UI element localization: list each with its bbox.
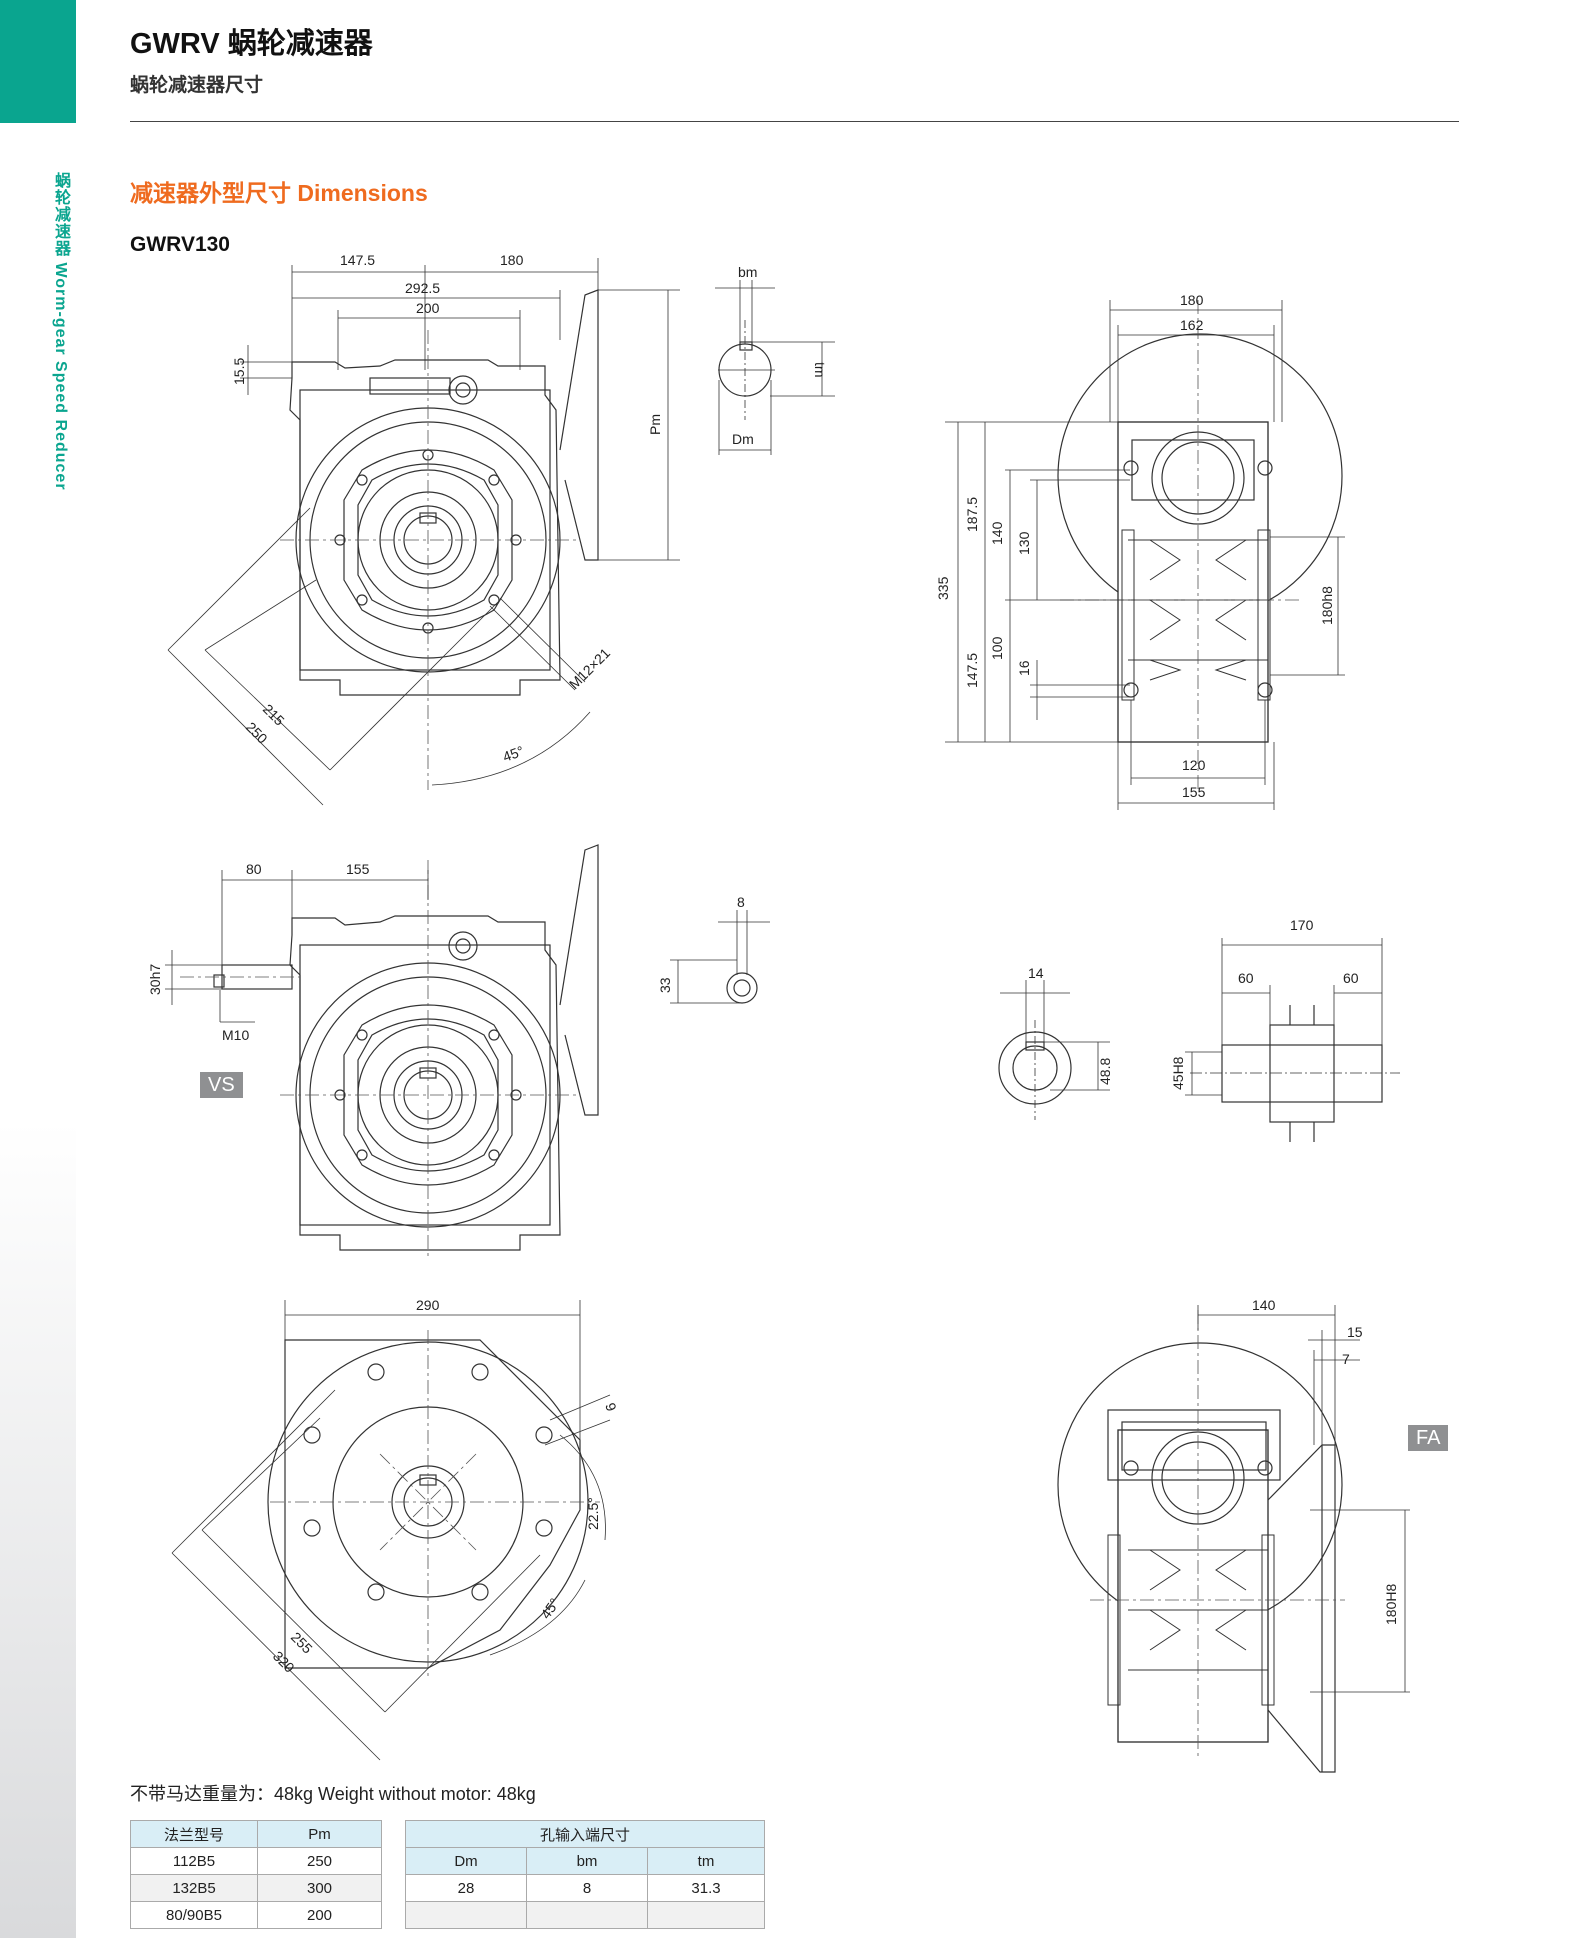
flange-table-header: 法兰型号 — [130, 1820, 258, 1848]
dim-tm: tm — [812, 362, 828, 378]
flange-view: 290 9 22.5° 255 320 45° — [171, 1297, 620, 1761]
section-title: 减速器外型尺寸 Dimensions — [130, 180, 428, 206]
dim-9: 9 — [602, 1401, 620, 1414]
dim-130: 130 — [1016, 531, 1032, 555]
model-label: GWRV130 — [130, 233, 230, 256]
flange-table: 法兰型号 Pm 112B5 250 132B5 300 80/90B5 200 — [130, 1820, 382, 1929]
vs-tag: VS — [200, 1072, 243, 1098]
dim-200: 200 — [416, 300, 440, 316]
dim-140: 140 — [989, 521, 1005, 545]
side-strip — [0, 123, 76, 1938]
dim-140-fa: 140 — [1252, 1297, 1276, 1313]
dim-45-flange: 45° — [537, 1595, 562, 1622]
dim-bm: bm — [738, 264, 757, 280]
dim-155-side: 155 — [1182, 784, 1206, 800]
page-subtitle: 蜗轮减速器尺寸 — [130, 75, 264, 96]
side-label: 蜗轮减速器 Worm-gear Speed Reducer — [52, 172, 69, 491]
table-cell: 200 — [257, 1901, 382, 1929]
dim-45h8: 45H8 — [1170, 1056, 1186, 1090]
key-detail-vs: 8 33 — [657, 894, 770, 1004]
input-table-header: tm — [647, 1847, 765, 1875]
dim-292-5: 292.5 — [405, 280, 440, 296]
dim-170: 170 — [1290, 917, 1314, 933]
fa-tag: FA — [1408, 1425, 1449, 1451]
dim-180h8: 180h8 — [1319, 586, 1335, 625]
fa-view: 140 15 7 180H8 — [1057, 1297, 1410, 1773]
flange-table-header: Pm — [257, 1820, 382, 1848]
dim-30h7: 30h7 — [147, 964, 163, 995]
dim-255: 255 — [288, 1629, 316, 1657]
table-cell: 8 — [526, 1874, 648, 1902]
dim-15-5: 15.5 — [231, 358, 247, 385]
dim-290: 290 — [416, 1297, 440, 1313]
dim-335: 335 — [935, 576, 951, 600]
dim-100: 100 — [989, 636, 1005, 660]
dim-60-left: 60 — [1238, 970, 1254, 986]
dim-45-top: 45° — [501, 743, 526, 765]
dim-pm: Pm — [647, 414, 663, 435]
dim-155-vs: 155 — [346, 861, 370, 877]
dim-14: 14 — [1028, 965, 1044, 981]
dim-320: 320 — [270, 1648, 298, 1676]
dim-120: 120 — [1182, 757, 1206, 773]
page-title: GWRV 蜗轮减速器 — [130, 28, 373, 60]
dim-180h8-fa: 180H8 — [1383, 1584, 1399, 1625]
table-cell: 80/90B5 — [130, 1901, 258, 1929]
weight-note: 不带马达重量为：48kg Weight without motor: 48kg — [130, 1784, 536, 1804]
dim-60-right: 60 — [1343, 970, 1359, 986]
table-row: 80/90B5 200 — [130, 1901, 382, 1929]
table-cell: 28 — [405, 1874, 527, 1902]
table-cell: 31.3 — [647, 1874, 765, 1902]
dim-162: 162 — [1180, 317, 1204, 333]
dim-15: 15 — [1347, 1324, 1363, 1340]
vs-view: 80 155 30h7 M10 — [147, 844, 599, 1260]
front-view-top: 147.5 180 292.5 200 15.5 Pm 215 250 M12×… — [167, 252, 680, 806]
header-accent-block — [0, 0, 76, 123]
dim-16: 16 — [1016, 660, 1032, 676]
dim-147-5: 147.5 — [340, 252, 375, 268]
dim-80: 80 — [246, 861, 262, 877]
dim-180-top: 180 — [500, 252, 524, 268]
shaft-section-detail: 170 60 60 45H8 — [1170, 917, 1400, 1142]
key-detail-top: bm tm Dm — [715, 264, 835, 455]
dim-187-5: 187.5 — [964, 497, 980, 532]
table-row — [405, 1901, 765, 1929]
input-table: 孔输入端尺寸 Dm bm tm 28 8 31.3 — [405, 1820, 765, 1929]
dim-dm: Dm — [732, 431, 754, 447]
table-row: 28 8 31.3 — [405, 1874, 765, 1902]
dim-48-8: 48.8 — [1097, 1058, 1113, 1085]
hollow-shaft-detail: 14 48.8 — [998, 965, 1113, 1120]
table-row: 132B5 300 — [130, 1874, 382, 1902]
dim-250: 250 — [243, 719, 271, 747]
dim-m12x21: M12×21 — [566, 645, 614, 693]
dim-215: 215 — [260, 701, 288, 729]
dim-7: 7 — [1342, 1351, 1350, 1367]
input-table-header: bm — [526, 1847, 648, 1875]
dim-180-side: 180 — [1180, 292, 1204, 308]
dim-33: 33 — [657, 977, 673, 993]
dim-147-5-side: 147.5 — [964, 653, 980, 688]
header-rule — [130, 121, 1459, 122]
table-row: 112B5 250 — [130, 1847, 382, 1875]
input-table-header: Dm — [405, 1847, 527, 1875]
dim-m10: M10 — [222, 1027, 249, 1043]
dim-8-vs: 8 — [737, 894, 745, 910]
side-view-top: 180 162 335 187.5 140 130 147.5 100 16 1… — [935, 292, 1345, 810]
table-cell: 132B5 — [130, 1874, 258, 1902]
table-cell: 250 — [257, 1847, 382, 1875]
table-cell: 300 — [257, 1874, 382, 1902]
input-table-title: 孔输入端尺寸 — [405, 1820, 765, 1848]
dim-22-5: 22.5° — [585, 1497, 601, 1530]
table-cell: 112B5 — [130, 1847, 258, 1875]
